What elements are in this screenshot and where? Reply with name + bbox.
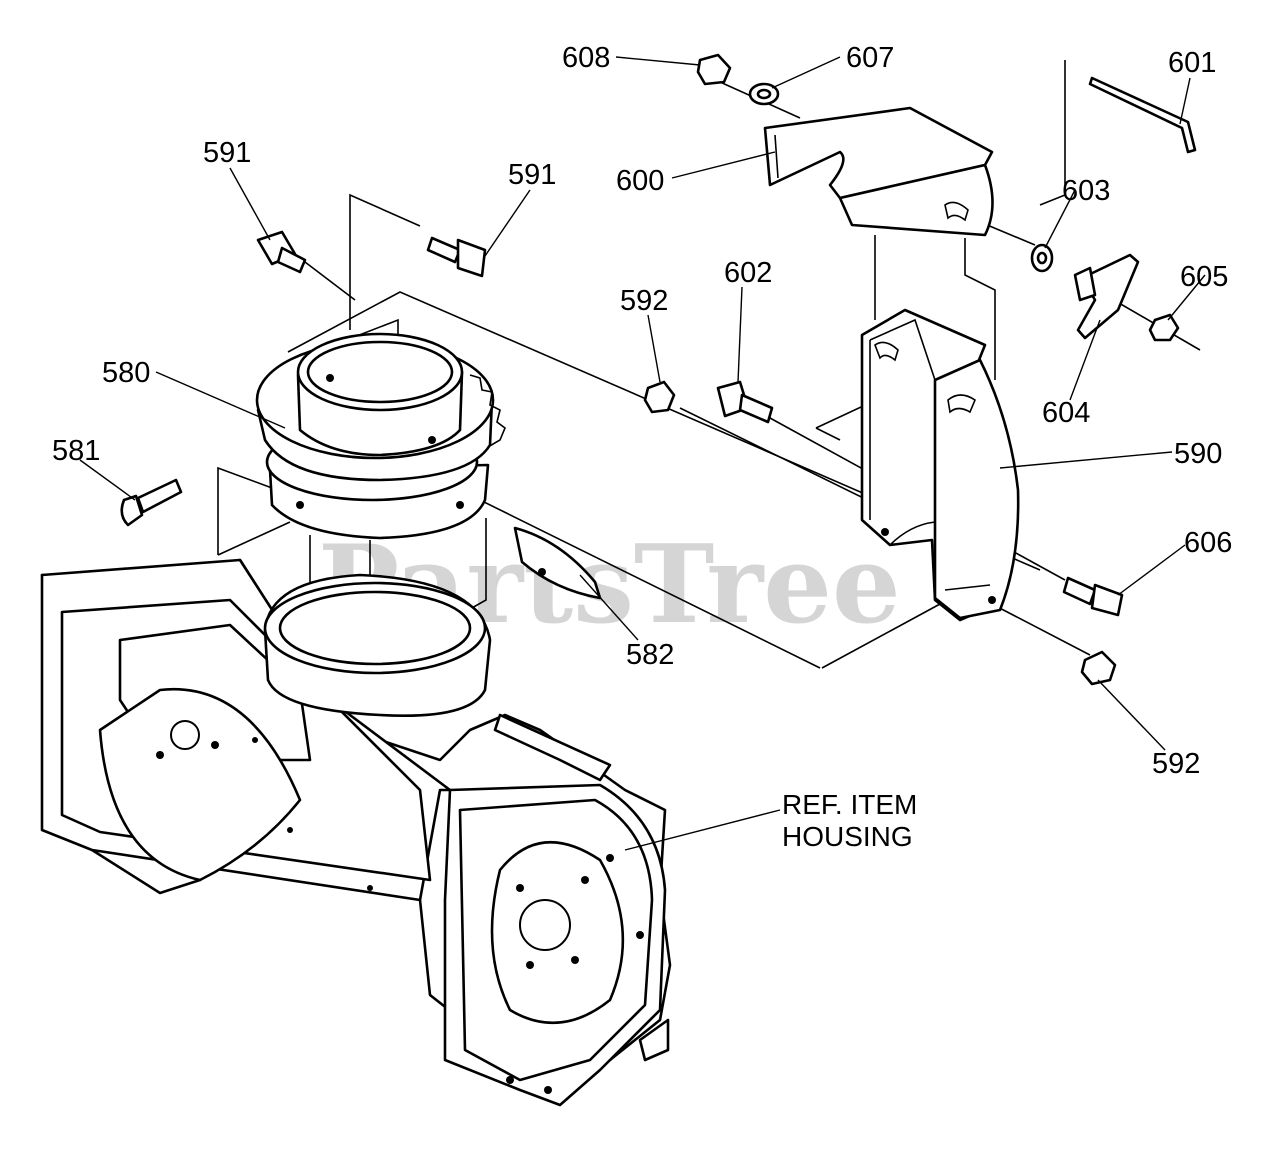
bolt-591-left bbox=[256, 230, 307, 274]
callout-601: 601 bbox=[1168, 47, 1216, 79]
callout-605: 605 bbox=[1180, 261, 1228, 293]
callout-603: 603 bbox=[1062, 175, 1110, 207]
callout-600: 600 bbox=[616, 165, 664, 197]
chute-base-ring bbox=[255, 332, 506, 540]
leader-lines bbox=[79, 56, 1206, 851]
washer-603 bbox=[1030, 243, 1054, 273]
bolt-591-right bbox=[426, 236, 487, 278]
callout-591-left: 591 bbox=[203, 137, 251, 169]
nut-605 bbox=[1148, 313, 1180, 342]
callout-602: 602 bbox=[724, 257, 772, 289]
housing-label: HOUSING bbox=[782, 821, 913, 852]
chute-bracket-590 bbox=[860, 308, 1020, 622]
nut-592-right bbox=[1080, 650, 1117, 686]
callout-592-top: 592 bbox=[620, 285, 668, 317]
washer-607 bbox=[748, 82, 780, 106]
nut-592-left bbox=[643, 380, 676, 414]
callout-604: 604 bbox=[1042, 397, 1090, 429]
callout-608: 608 bbox=[562, 42, 610, 74]
callout-labels: 608 607 601 600 603 605 604 591 591 592 … bbox=[52, 42, 1232, 852]
callout-607: 607 bbox=[846, 42, 894, 74]
bolt-602 bbox=[716, 380, 774, 424]
callout-582: 582 bbox=[626, 639, 674, 671]
callout-581: 581 bbox=[52, 435, 100, 467]
callout-590: 590 bbox=[1174, 438, 1222, 470]
callout-606: 606 bbox=[1184, 527, 1232, 559]
bolt-606 bbox=[1062, 576, 1124, 617]
deflector-600 bbox=[763, 106, 994, 237]
nut-608 bbox=[696, 53, 732, 86]
callout-580: 580 bbox=[102, 357, 150, 389]
callout-591-right: 591 bbox=[508, 159, 556, 191]
knob-604 bbox=[1073, 253, 1140, 340]
housing bbox=[40, 558, 672, 1107]
ref-item-label: REF. ITEM bbox=[782, 789, 917, 820]
rod-601 bbox=[1088, 76, 1197, 154]
screw-581 bbox=[120, 478, 183, 527]
callout-592-bottom: 592 bbox=[1152, 748, 1200, 780]
